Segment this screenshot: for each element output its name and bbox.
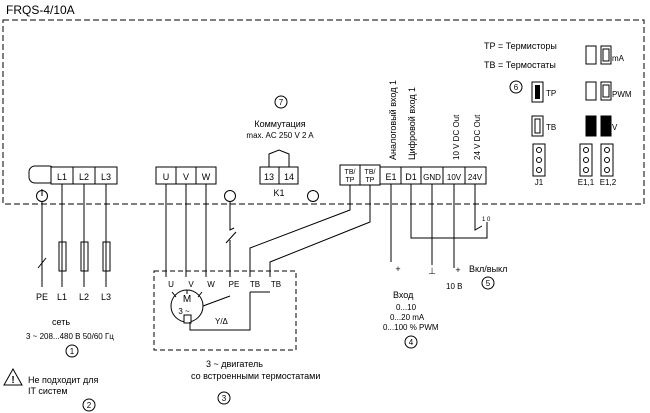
- motor-caption-2: со встроенными термостатами: [191, 371, 320, 381]
- svg-text:E1,1: E1,1: [578, 178, 595, 187]
- motor-terminal-v: V: [188, 280, 194, 289]
- marker-7: [274, 95, 288, 109]
- terminal-14: 14: [284, 172, 294, 182]
- svg-text:3: 3: [222, 394, 227, 403]
- marker-5: [481, 276, 495, 290]
- svg-text:TB: TB: [546, 123, 556, 132]
- svg-text:4: 4: [409, 338, 414, 347]
- motor-caption-1: 3 ~ двигатель: [206, 359, 263, 369]
- svg-text:6: 6: [514, 83, 519, 92]
- motor-terminal-pe: PE: [229, 280, 240, 289]
- jumper-j1: [532, 143, 546, 177]
- label-supply-l3: L3: [101, 292, 111, 302]
- terminal-e1: E1: [385, 172, 396, 182]
- svg-text:2: 2: [87, 401, 92, 410]
- marker-1: [65, 344, 79, 358]
- warning-line-1: Не подходит для: [28, 375, 99, 385]
- warning-line-2: IT систем: [28, 386, 68, 396]
- terminal-l2: L2: [79, 172, 89, 182]
- terminal-tb-tp-2: TB/: [365, 169, 376, 176]
- label-supply-pe: PE: [36, 292, 48, 302]
- motor-symbol: M 3 ~: [170, 289, 204, 324]
- terminal-d1: D1: [405, 172, 417, 182]
- svg-text:PWM: PWM: [612, 90, 632, 99]
- svg-text:5: 5: [486, 279, 491, 288]
- svg-text:TP: TP: [366, 177, 375, 184]
- legend-tp: TP = Термисторы: [484, 41, 557, 51]
- ten-v-label: 10 В: [446, 282, 462, 291]
- svg-text:!: !: [11, 375, 14, 386]
- terminal-u: U: [163, 172, 170, 182]
- terminal-10v: 10V: [447, 173, 462, 182]
- control-wiring: [390, 184, 488, 268]
- input-range-1: 0...10: [396, 303, 417, 312]
- svg-text:1: 1: [70, 347, 75, 356]
- control-terminal-block: [379, 166, 487, 185]
- motor-terminal-u: U: [168, 280, 174, 289]
- svg-text:mA: mA: [612, 54, 625, 63]
- commutation-rating: max. AC 250 V 2 A: [246, 131, 314, 140]
- svg-text:TP: TP: [546, 89, 556, 98]
- supply-title: сеть: [52, 317, 70, 327]
- terminal-l1: L1: [57, 172, 67, 182]
- terminal-w: W: [202, 172, 211, 182]
- jumper-ma: [585, 45, 612, 65]
- supply-wiring: [37, 184, 111, 287]
- switch-label: 1 0: [482, 217, 491, 223]
- pe-terminal-mid: [224, 190, 236, 202]
- label-analog-input: Аналоговый вход 1: [388, 80, 398, 160]
- input-plus: +: [395, 264, 400, 274]
- terminal-v: V: [183, 172, 189, 182]
- device-title: FRQS-4/10A: [6, 3, 75, 17]
- jumper-e11: [579, 143, 593, 177]
- jumper-tp: [531, 81, 544, 103]
- motor-terminal-w: W: [207, 280, 215, 289]
- on-off-label: Вкл/выкл: [469, 264, 507, 274]
- svg-text:J1: J1: [535, 178, 544, 187]
- svg-text:M: M: [183, 294, 191, 305]
- svg-text:E1,2: E1,2: [600, 178, 617, 187]
- svg-text:V: V: [612, 123, 618, 132]
- jumper-tb: [531, 115, 544, 137]
- motor-wiring: [165, 184, 371, 277]
- motor-box: [153, 270, 297, 351]
- jumper-pwm: [585, 81, 612, 101]
- terminal-l3: L3: [101, 172, 111, 182]
- legend-tb: TB = Термостаты: [484, 60, 556, 70]
- jumper-e12: [600, 143, 614, 177]
- input-range-3: 0...100 % PWM: [383, 323, 439, 332]
- terminal-13: 13: [264, 172, 274, 182]
- marker-2: [82, 398, 96, 412]
- input-range-2: 0...20 mA: [390, 313, 425, 322]
- input-plus-2: +: [455, 265, 460, 275]
- marker-3: [217, 391, 231, 405]
- label-10v-out: 10 V DC Out: [452, 114, 461, 160]
- label-supply-l1: L1: [57, 292, 67, 302]
- motor-terminal-tb2: TB: [271, 280, 281, 289]
- label-supply-l2: L2: [79, 292, 89, 302]
- relay-k1-label: K1: [273, 188, 284, 198]
- svg-text:7: 7: [279, 98, 284, 107]
- marker-4: [404, 335, 418, 349]
- motor-terminal-tb1: TB: [250, 280, 260, 289]
- input-title: Вход: [393, 290, 414, 300]
- input-ground: ⊥: [428, 266, 436, 276]
- terminal-24v: 24V: [468, 173, 483, 182]
- svg-text:TP: TP: [346, 177, 355, 184]
- terminal-gnd: GND: [423, 173, 441, 182]
- terminal-tb-tp-1: TB/: [345, 169, 356, 176]
- pe-terminal-right: [307, 190, 319, 202]
- commutation-title: Коммутация: [254, 119, 305, 129]
- jumper-v: [585, 115, 612, 137]
- label-24v-out: 24 V DC Out: [473, 114, 482, 160]
- supply-range: 3 ~ 208...480 В 50/60 Гц: [26, 332, 114, 341]
- warning-icon: !: [3, 367, 23, 386]
- marker-6: [509, 80, 523, 94]
- device-enclosure: [2, 19, 645, 205]
- motor-switch-label: Y/Δ: [215, 317, 229, 326]
- svg-text:3 ~: 3 ~: [178, 307, 190, 316]
- label-digital-input: Цифровой вход 1: [407, 87, 417, 160]
